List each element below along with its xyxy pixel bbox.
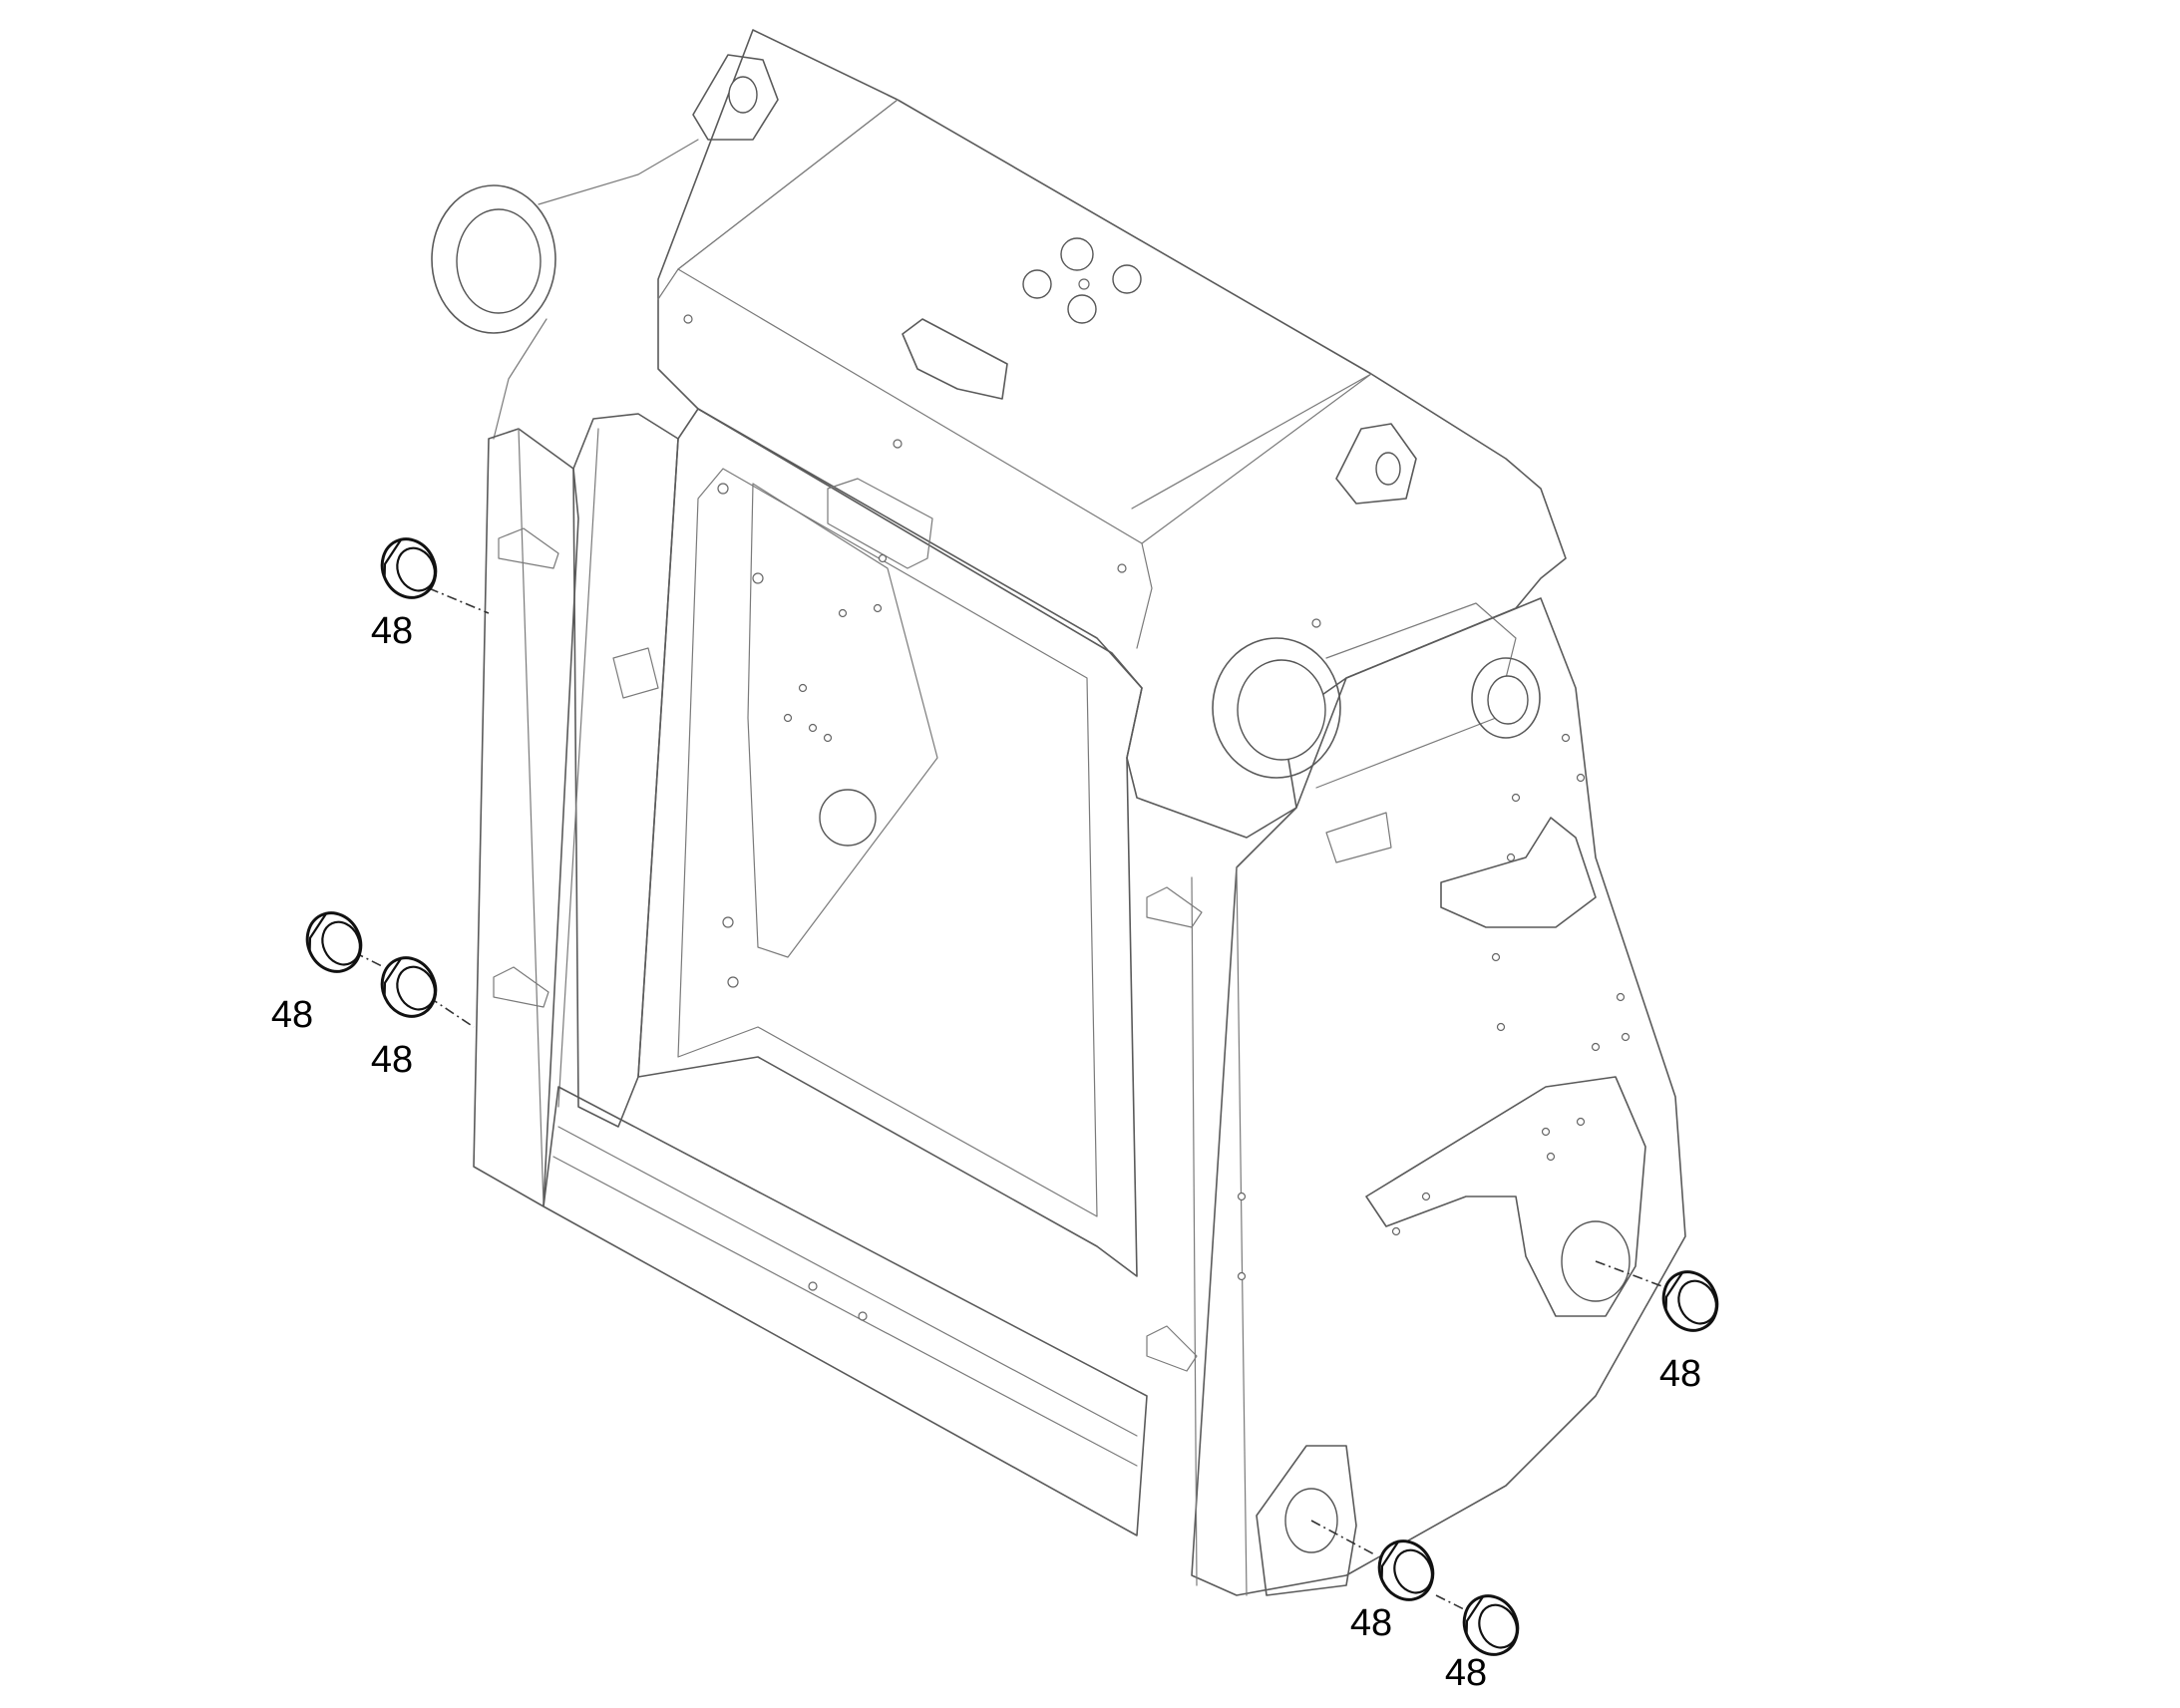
callout-labels: 48 48 48 48 48 48: [271, 610, 1701, 1694]
callout-mid-left-outer: 48: [271, 994, 313, 1036]
callout-mid-left-inner: 48: [371, 1039, 413, 1081]
callout-bottom-inner: 48: [1350, 1602, 1392, 1644]
bushing-mid-left-outer[interactable]: [298, 904, 370, 980]
frame-structure: [431, 29, 1686, 1596]
bushing-bottom-inner[interactable]: [1370, 1533, 1442, 1608]
leader-lines: [353, 587, 1676, 1616]
leader-right-pivot: [1595, 1260, 1676, 1292]
bushing-right-pivot[interactable]: [1654, 1263, 1726, 1339]
leader-upper-left: [428, 587, 490, 614]
leader-bottom-outer: [1435, 1594, 1477, 1616]
bushing-mid-left-inner[interactable]: [373, 949, 445, 1025]
callout-right-pivot: 48: [1659, 1353, 1701, 1395]
callout-upper-left: 48: [371, 610, 413, 652]
callout-bottom-outer: 48: [1445, 1652, 1487, 1694]
bushing-bottom-outer[interactable]: [1455, 1587, 1527, 1663]
bushing-upper-left[interactable]: [373, 530, 445, 606]
leader-bottom-inner: [1310, 1520, 1377, 1556]
leader-mid-left-inner: [428, 996, 475, 1028]
